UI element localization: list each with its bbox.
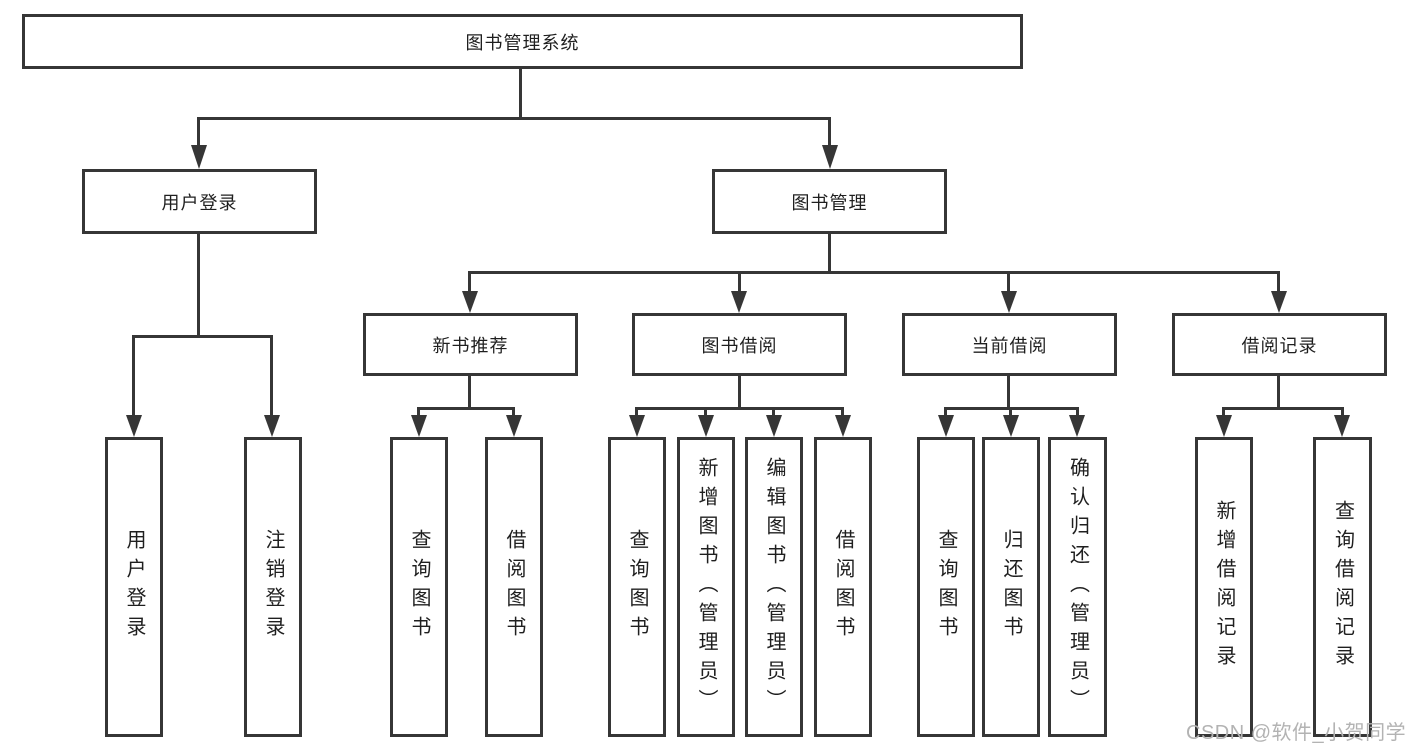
arrow-down-icon [191, 145, 207, 169]
connector-line [1076, 407, 1079, 417]
connector-line [132, 335, 135, 417]
arrow-down-icon [731, 291, 747, 313]
arrow-down-icon [462, 291, 478, 313]
leaf-query-books-recommend: 查询图书 [390, 437, 448, 737]
leaf-logout: 注销登录 [244, 437, 302, 737]
node-borrow-records: 借阅记录 [1172, 313, 1387, 376]
csdn-watermark: CSDN @软件_小贺同学 [1186, 722, 1405, 744]
connector-line [132, 335, 273, 338]
leaf-label: 查询图书 [935, 529, 957, 645]
leaf-borrow-books: 借阅图书 [814, 437, 872, 737]
leaf-query-books-borrow: 查询图书 [608, 437, 666, 737]
connector-line [738, 271, 741, 293]
leaf-label: 查询图书 [626, 529, 648, 645]
connector-line [1341, 407, 1344, 417]
leaf-label: 查询借阅记录 [1331, 500, 1354, 674]
node-root-system: 图书管理系统 [22, 14, 1023, 69]
arrow-down-icon [1069, 415, 1085, 437]
leaf-query-borrow-record: 查询借阅记录 [1313, 437, 1372, 737]
connector-line [1222, 407, 1343, 410]
leaf-add-borrow-record: 新增借阅记录 [1195, 437, 1253, 737]
connector-line [1007, 271, 1010, 293]
arrow-down-icon [126, 415, 142, 437]
leaf-borrow-books-recommend: 借阅图书 [485, 437, 543, 737]
connector-line [828, 234, 831, 274]
leaf-label: 查询图书 [408, 529, 430, 645]
leaf-label: 新增借阅记录 [1213, 500, 1235, 674]
connector-line [468, 271, 1280, 274]
connector-line [417, 407, 420, 417]
leaf-label: 确认归还（管理员） [1066, 456, 1089, 718]
node-current-borrow: 当前借阅 [902, 313, 1117, 376]
arrow-down-icon [1334, 415, 1350, 437]
leaf-label: 新增图书（管理员） [695, 456, 717, 718]
arrow-down-icon [835, 415, 851, 437]
arrow-down-icon [1001, 291, 1017, 313]
leaf-query-books-current: 查询图书 [917, 437, 975, 737]
connector-line [944, 407, 947, 417]
connector-line [1277, 376, 1280, 410]
leaf-label: 注销登录 [262, 529, 284, 645]
connector-line [841, 407, 844, 417]
leaf-label: 归还图书 [1000, 529, 1022, 645]
connector-line [828, 117, 831, 147]
connector-line [197, 117, 831, 120]
connector-line [519, 68, 522, 118]
arrow-down-icon [938, 415, 954, 437]
leaf-confirm-return-admin: 确认归还（管理员） [1048, 437, 1107, 737]
arrow-down-icon [1003, 415, 1019, 437]
connector-line [197, 234, 200, 335]
arrow-down-icon [698, 415, 714, 437]
connector-line [270, 335, 273, 417]
arrow-down-icon [629, 415, 645, 437]
leaf-edit-book-admin: 编辑图书（管理员） [745, 437, 803, 737]
connector-line [1277, 271, 1280, 293]
leaf-label: 借阅图书 [503, 529, 525, 645]
connector-line [635, 407, 844, 410]
connector-line [772, 407, 775, 417]
node-book-management: 图书管理 [712, 169, 947, 234]
leaf-add-book-admin: 新增图书（管理员） [677, 437, 735, 737]
leaf-label: 借阅图书 [832, 529, 854, 645]
arrow-down-icon [1271, 291, 1287, 313]
leaf-label: 编辑图书（管理员） [763, 456, 785, 718]
arrow-down-icon [411, 415, 427, 437]
connector-line [1222, 407, 1225, 417]
connector-line [635, 407, 638, 417]
connector-line [1007, 376, 1010, 410]
connector-line [417, 407, 515, 410]
leaf-label: 用户登录 [123, 529, 145, 645]
arrow-down-icon [822, 145, 838, 169]
connector-line [468, 271, 471, 293]
connector-line [468, 376, 471, 410]
connector-line [1009, 407, 1012, 417]
node-new-book-recommend: 新书推荐 [363, 313, 578, 376]
connector-line [197, 117, 200, 147]
node-book-borrow: 图书借阅 [632, 313, 847, 376]
arrow-down-icon [506, 415, 522, 437]
leaf-return-book: 归还图书 [982, 437, 1040, 737]
arrow-down-icon [264, 415, 280, 437]
connector-line [738, 376, 741, 410]
connector-line [512, 407, 515, 417]
node-user-login: 用户登录 [82, 169, 317, 234]
arrow-down-icon [1216, 415, 1232, 437]
leaf-user-login: 用户登录 [105, 437, 163, 737]
connector-line [704, 407, 707, 417]
arrow-down-icon [766, 415, 782, 437]
